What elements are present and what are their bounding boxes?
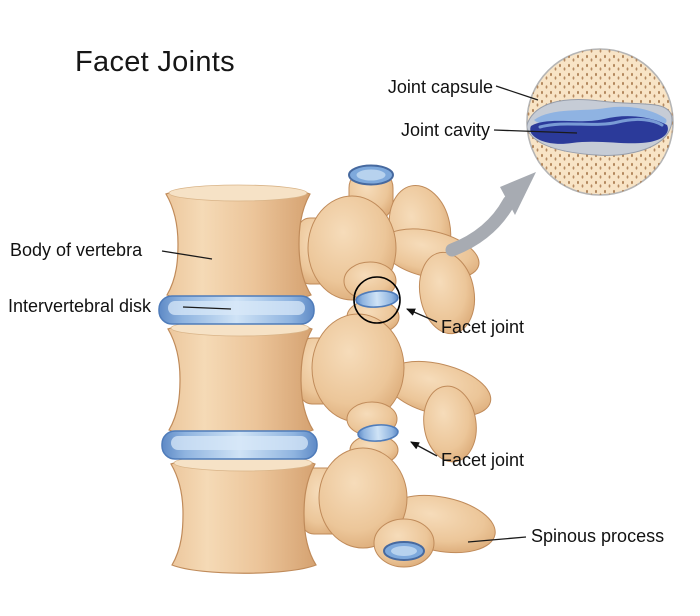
inset-contents: [527, 49, 673, 195]
vertebral-body-3: [170, 455, 317, 574]
inset-facet-joint-view: [526, 48, 674, 196]
joint-cavity-highlight: [538, 117, 664, 129]
intervertebral-disk-2: [161, 430, 318, 460]
diagram-title: Facet Joints: [75, 46, 235, 78]
vertebral-column-front: [158, 184, 318, 574]
leader-lines: [161, 85, 578, 543]
top-process-cut-highlight: [356, 169, 386, 181]
label-body-of-vertebra: Body of vertebra: [10, 240, 143, 260]
label-facet-joint-upper: Facet joint: [441, 317, 525, 337]
articular-knob-3: [423, 385, 477, 463]
facet-joint-arrow-lower: [410, 441, 438, 457]
posterior-elements: [297, 169, 496, 568]
vertebral-endplate-1: [168, 184, 308, 202]
facet-joint-arrow-upper: [406, 308, 438, 323]
articular-mass-3: [318, 447, 408, 549]
bottom-process-cut-highlight: [391, 546, 417, 556]
magnifier-arrow-head: [500, 172, 536, 215]
facet-joint-disc-lower: [357, 424, 399, 442]
intervertebral-disk-1: [158, 295, 315, 325]
leader-body-of-vertebra: [161, 250, 213, 260]
vertebral-body-2: [167, 320, 314, 439]
leader-intervertebral-disk: [182, 306, 232, 310]
magnifier-arrow-shaft: [445, 195, 516, 257]
leader-joint-cavity: [493, 129, 578, 134]
label-spinous-process: Spinous process: [531, 526, 665, 546]
articular-knob-2: [418, 251, 476, 335]
vertebral-body-1: [165, 185, 312, 304]
posterior-vertebra-3: [301, 385, 496, 568]
magnifier-arrow: [445, 172, 536, 257]
leader-joint-capsule: [495, 85, 539, 101]
posterior-vertebra-2: [299, 251, 492, 437]
label-joint-capsule: Joint capsule: [387, 77, 493, 97]
label-intervertebral-disk: Intervertebral disk: [8, 296, 152, 316]
label-facet-joint-lower: Facet joint: [441, 450, 525, 470]
label-joint-cavity: Joint cavity: [400, 120, 490, 140]
facet-joint-annotation-circle: [353, 276, 401, 324]
process-cut-surfaces: [348, 164, 425, 561]
leader-spinous-process: [467, 536, 527, 543]
facet-joint-disc-upper: [355, 290, 399, 308]
